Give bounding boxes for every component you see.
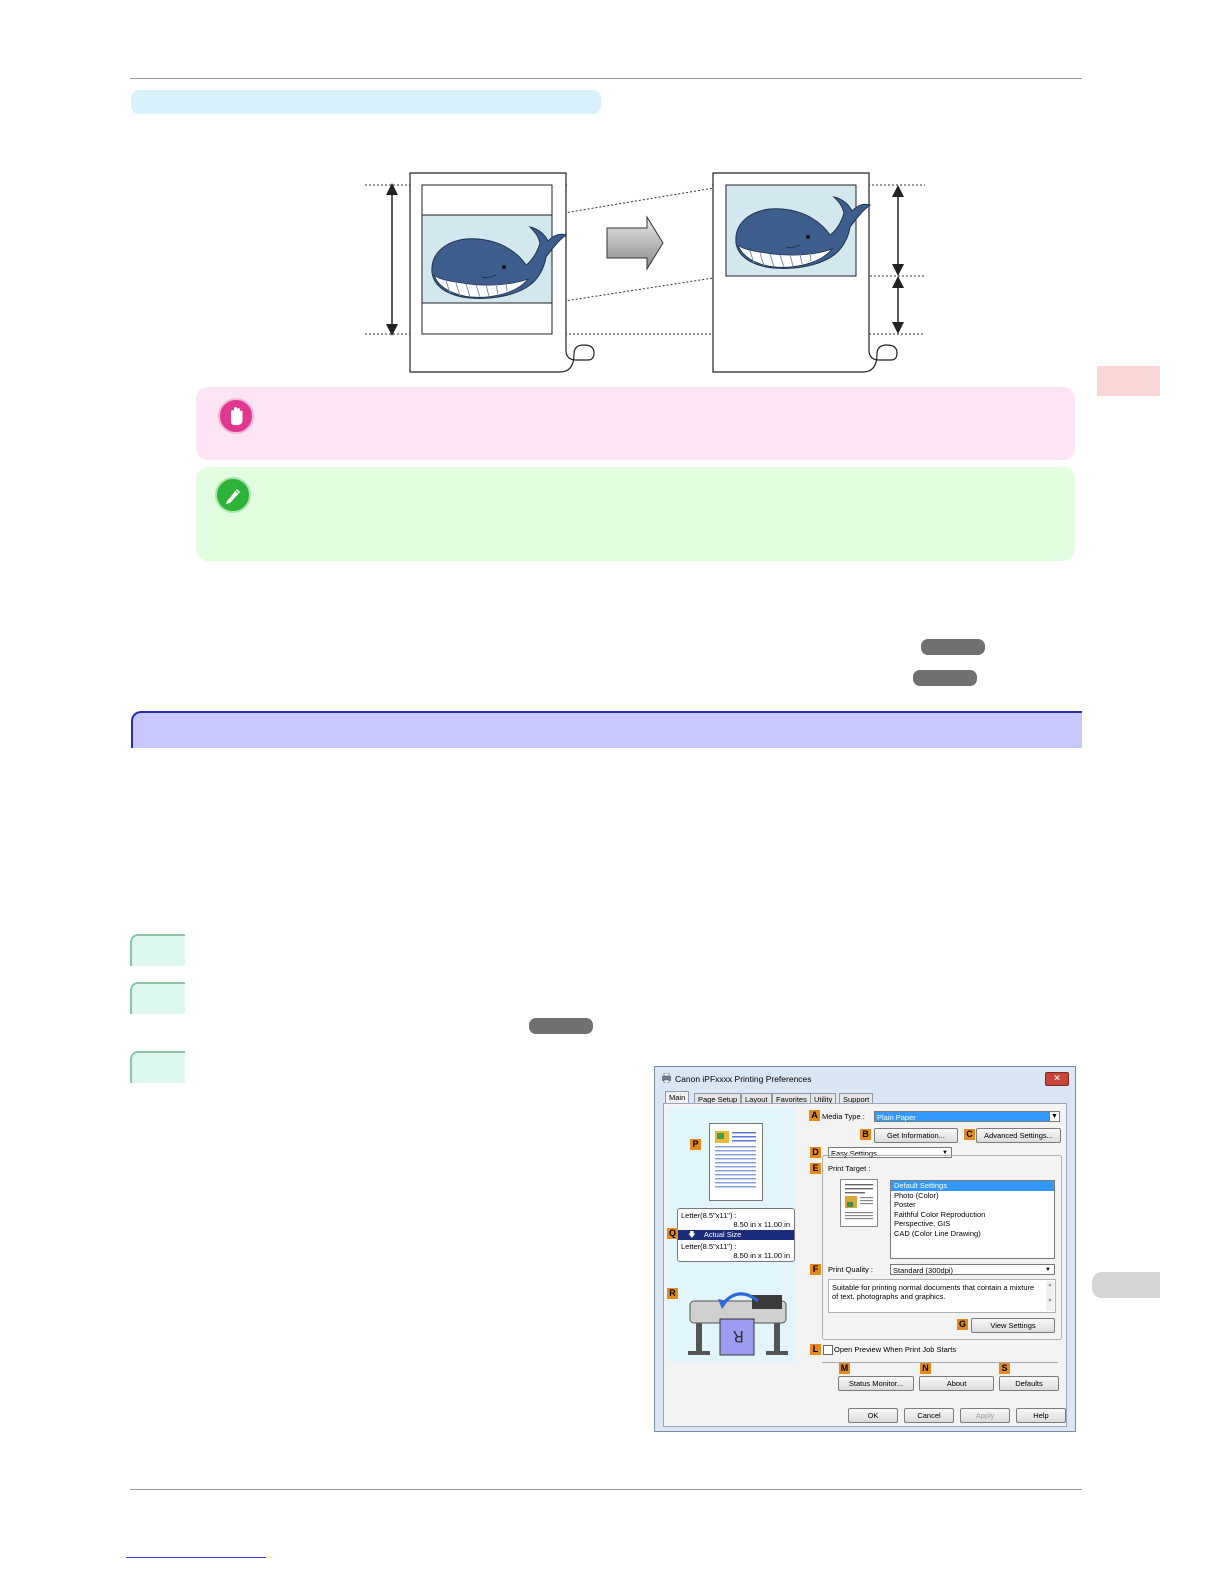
- page-reference-link[interactable]: [529, 1018, 593, 1034]
- scrollbar[interactable]: ▲▼: [1046, 1281, 1054, 1311]
- tab-main[interactable]: Main: [665, 1091, 690, 1106]
- size-scale-box: Letter(8.5"x11") : 8.50 in x 11.00 in 🡇 …: [677, 1208, 795, 1262]
- footer-link-underline[interactable]: [126, 1557, 266, 1558]
- mode-select-value: Easy Settings: [831, 1149, 877, 1158]
- down-arrow-icon: 🡇: [688, 1230, 696, 1239]
- open-preview-label: Open Preview When Print Job Starts: [834, 1345, 957, 1354]
- printer-icon: [662, 1073, 671, 1083]
- scale-row: 🡇 Actual Size: [678, 1230, 794, 1240]
- print-target-list[interactable]: Default Settings Photo (Color) Poster Fa…: [890, 1180, 1055, 1259]
- main-tab-panel: P Letter(8.5"x11") : 8.50 in x 11.00 in …: [663, 1103, 1067, 1427]
- step-marker-1: [130, 934, 185, 966]
- list-item[interactable]: Default Settings: [891, 1181, 1054, 1191]
- open-preview-checkbox[interactable]: [823, 1345, 833, 1355]
- media-type-value: Plain Paper: [877, 1113, 916, 1122]
- original-size-label: Letter(8.5"x11") :: [681, 1211, 737, 1220]
- step-marker-3: [130, 1051, 185, 1083]
- list-item[interactable]: Poster: [894, 1200, 916, 1209]
- callout-d: D: [810, 1147, 821, 1158]
- view-settings-button[interactable]: View Settings: [971, 1318, 1055, 1333]
- page-reference-link[interactable]: [913, 670, 977, 686]
- dialog-title: Canon iPFxxxx Printing Preferences: [675, 1074, 812, 1084]
- top-rule: [130, 78, 1082, 79]
- printing-preferences-dialog: Canon iPFxxxx Printing Preferences ✕ Mai…: [654, 1066, 1076, 1432]
- right-arrow-icon: [606, 215, 664, 271]
- list-item[interactable]: CAD (Color Line Drawing): [894, 1228, 981, 1238]
- tab-layout[interactable]: Layout: [741, 1093, 772, 1106]
- divider: [822, 1362, 1058, 1363]
- trim-illustration: [365, 172, 925, 373]
- printer-illustration: R: [688, 1292, 788, 1356]
- tab-support[interactable]: Support: [839, 1093, 874, 1106]
- easy-settings-group: [822, 1155, 1062, 1340]
- section-index-tab[interactable]: [1092, 1272, 1160, 1298]
- tab-utility[interactable]: Utility: [810, 1093, 837, 1106]
- cancel-button[interactable]: Cancel: [904, 1408, 954, 1423]
- callout-b: B: [860, 1129, 871, 1140]
- ok-button[interactable]: OK: [848, 1408, 898, 1423]
- callout-r: R: [667, 1288, 678, 1299]
- media-type-select[interactable]: Plain Paper: [874, 1111, 1060, 1122]
- print-quality-value: Standard (300dpi): [893, 1266, 954, 1275]
- chevron-down-icon[interactable]: ▼: [1049, 1111, 1060, 1122]
- advanced-settings-button[interactable]: Advanced Settings...: [976, 1128, 1061, 1143]
- important-note: [196, 387, 1075, 460]
- section-header-bar: [131, 711, 1082, 748]
- callout-l: L: [810, 1344, 821, 1355]
- callout-q: Q: [667, 1228, 678, 1239]
- print-target-label: Print Target :: [828, 1164, 871, 1173]
- list-item[interactable]: Photo (Color): [894, 1190, 939, 1200]
- tip-note: [196, 467, 1075, 561]
- callout-s: S: [999, 1363, 1010, 1374]
- chapter-index-tab[interactable]: [1097, 366, 1160, 396]
- callout-p: P: [690, 1139, 701, 1150]
- tab-page-setup[interactable]: Page Setup: [694, 1093, 742, 1106]
- pencil-icon: [215, 477, 251, 513]
- callout-a: A: [809, 1110, 820, 1121]
- original-size-dims: 8.50 in x 11.00 in: [733, 1220, 790, 1229]
- chevron-down-icon: ▼: [1045, 1267, 1051, 1273]
- mode-select[interactable]: Easy Settings ▼: [828, 1147, 952, 1158]
- svg-text:R: R: [733, 1327, 744, 1346]
- hand-stop-icon: [218, 398, 254, 434]
- chevron-down-icon: ▼: [942, 1150, 948, 1156]
- output-size-label: Letter(8.5"x11") :: [681, 1242, 737, 1251]
- callout-f: F: [810, 1264, 821, 1275]
- callout-c: C: [964, 1129, 975, 1140]
- media-type-label: Media Type :: [822, 1112, 865, 1121]
- list-item[interactable]: Faithful Color Reproduction: [894, 1209, 986, 1219]
- print-quality-select[interactable]: Standard (300dpi) ▼: [890, 1264, 1055, 1275]
- step-marker-2: [130, 982, 185, 1014]
- about-button[interactable]: About: [919, 1376, 994, 1391]
- description-box: Suitable for printing normal documents t…: [828, 1279, 1056, 1313]
- callout-e: E: [810, 1163, 821, 1174]
- page-preview: [709, 1123, 763, 1201]
- callout-g: G: [957, 1319, 968, 1330]
- print-quality-description: Suitable for printing normal documents t…: [832, 1283, 1035, 1301]
- subsection-header-bar: [131, 90, 601, 114]
- get-information-button[interactable]: Get Information...: [874, 1128, 958, 1143]
- apply-button[interactable]: Apply: [960, 1408, 1010, 1423]
- page-reference-link[interactable]: [921, 639, 985, 655]
- callout-n: N: [920, 1363, 931, 1374]
- callout-m: M: [839, 1363, 850, 1374]
- output-size-dims: 8.50 in x 11.00 in: [733, 1251, 790, 1260]
- status-monitor-button[interactable]: Status Monitor...: [838, 1376, 914, 1391]
- print-target-thumbnail: [840, 1179, 878, 1227]
- list-item[interactable]: Perspective, GIS: [894, 1219, 951, 1228]
- close-button[interactable]: ✕: [1045, 1072, 1069, 1086]
- defaults-button[interactable]: Defaults: [999, 1376, 1059, 1391]
- scale-label: Actual Size: [703, 1230, 742, 1239]
- print-quality-label: Print Quality :: [828, 1265, 874, 1274]
- help-button[interactable]: Help: [1016, 1408, 1066, 1423]
- bottom-rule: [130, 1489, 1082, 1490]
